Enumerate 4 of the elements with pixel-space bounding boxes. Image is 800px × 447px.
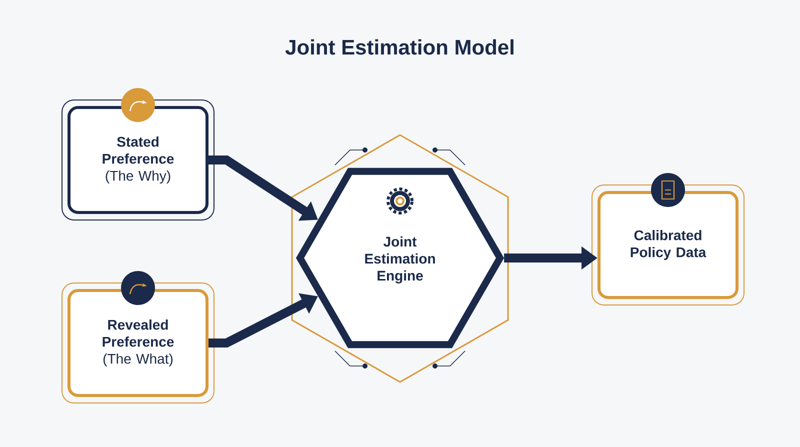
process-box: Calibrated Policy Data bbox=[598, 191, 738, 299]
title: Joint Estimation Model bbox=[285, 39, 514, 55]
process-box: Revealed Preference (The What) bbox=[68, 289, 208, 397]
process-box: Stated Preference (The Why) bbox=[68, 106, 208, 214]
